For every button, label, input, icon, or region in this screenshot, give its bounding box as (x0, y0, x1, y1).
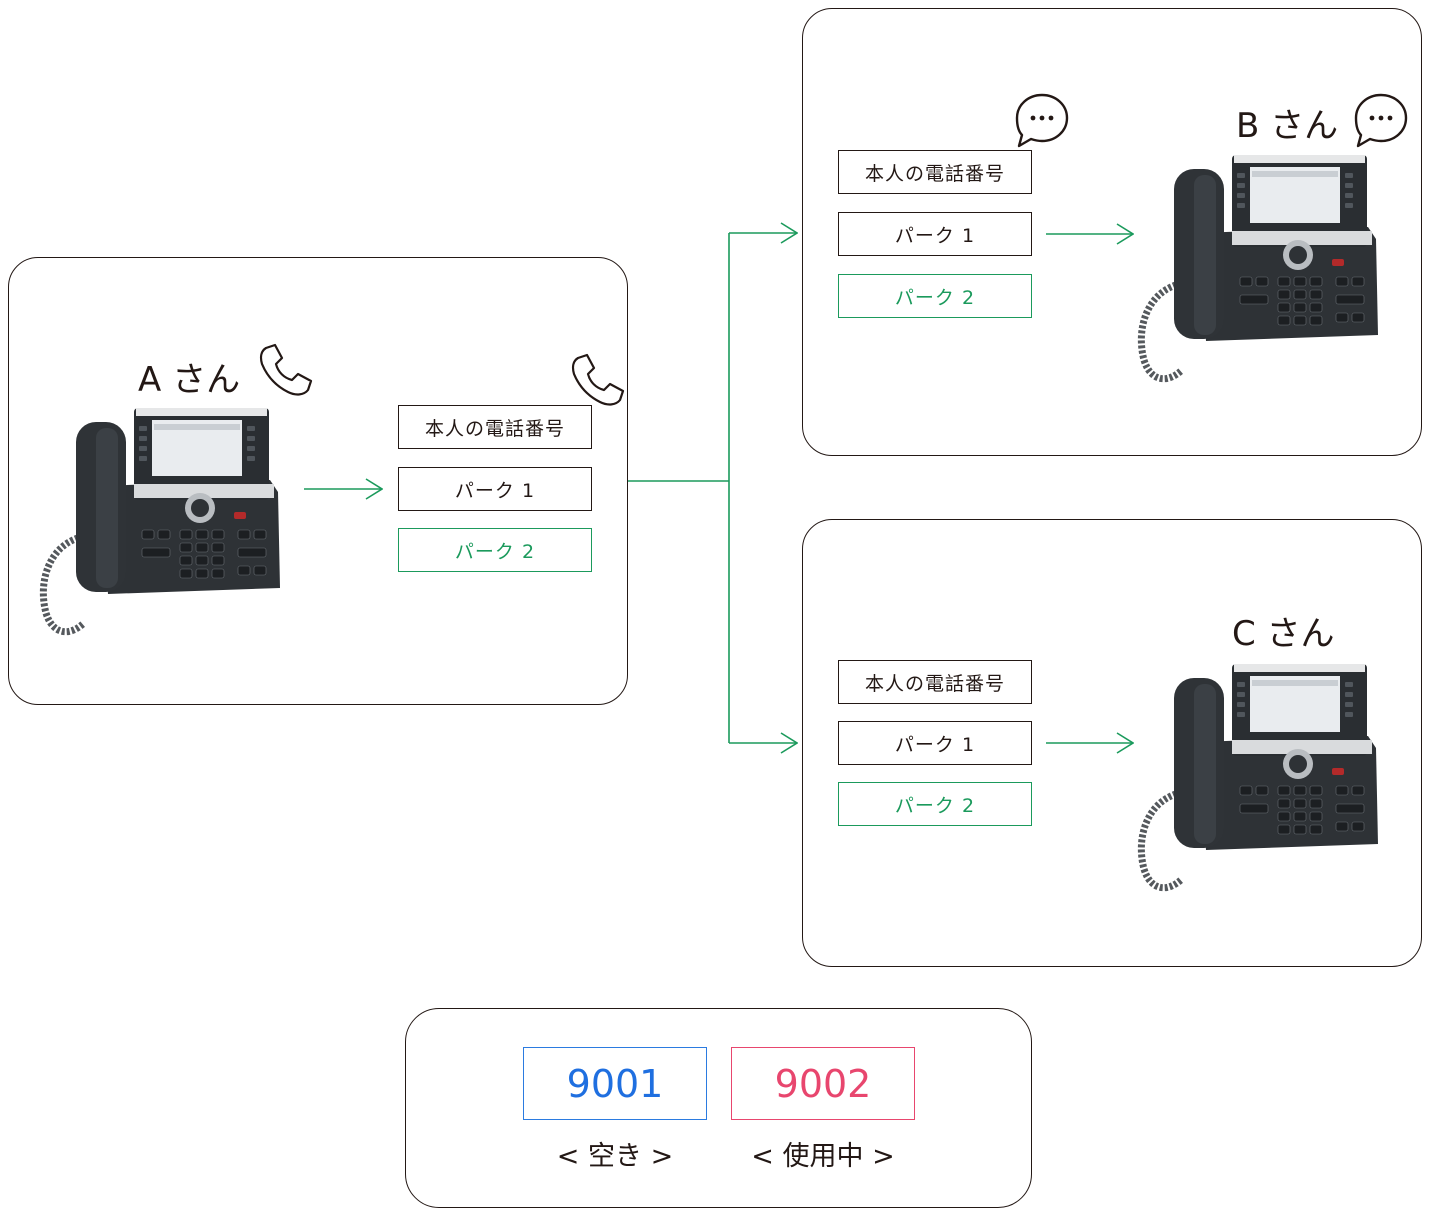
park-number-free: 9001 (523, 1047, 707, 1120)
panel-legend (405, 1008, 1032, 1208)
desk-phone-b (1136, 155, 1396, 375)
c-self-number-button[interactable]: 本人の電話番号 (838, 660, 1032, 704)
desk-phone-c (1136, 664, 1396, 884)
user-c-name: C さん (1232, 614, 1335, 654)
b-self-number-button[interactable]: 本人の電話番号 (838, 150, 1032, 194)
user-b-name: B さん (1236, 106, 1339, 146)
legend-busy-label: < 使用中 > (751, 1141, 895, 1172)
park-number-busy: 9002 (731, 1047, 915, 1120)
legend-free-label: < 空き > (556, 1141, 674, 1172)
b-park-1-button[interactable]: パーク 1 (838, 212, 1032, 256)
c-park-2-button[interactable]: パーク 2 (838, 782, 1032, 826)
chat-bubble-icon (1354, 93, 1408, 148)
phone-icon (259, 343, 313, 396)
a-self-number-button[interactable]: 本人の電話番号 (398, 405, 592, 449)
phone-icon (571, 353, 625, 406)
user-a-name: A さん (138, 360, 241, 400)
desk-phone-a (38, 408, 298, 628)
b-park-2-button[interactable]: パーク 2 (838, 274, 1032, 318)
a-park-2-button[interactable]: パーク 2 (398, 528, 592, 572)
chat-bubble-icon (1015, 93, 1069, 148)
c-park-1-button[interactable]: パーク 1 (838, 721, 1032, 765)
a-park-1-button[interactable]: パーク 1 (398, 467, 592, 511)
